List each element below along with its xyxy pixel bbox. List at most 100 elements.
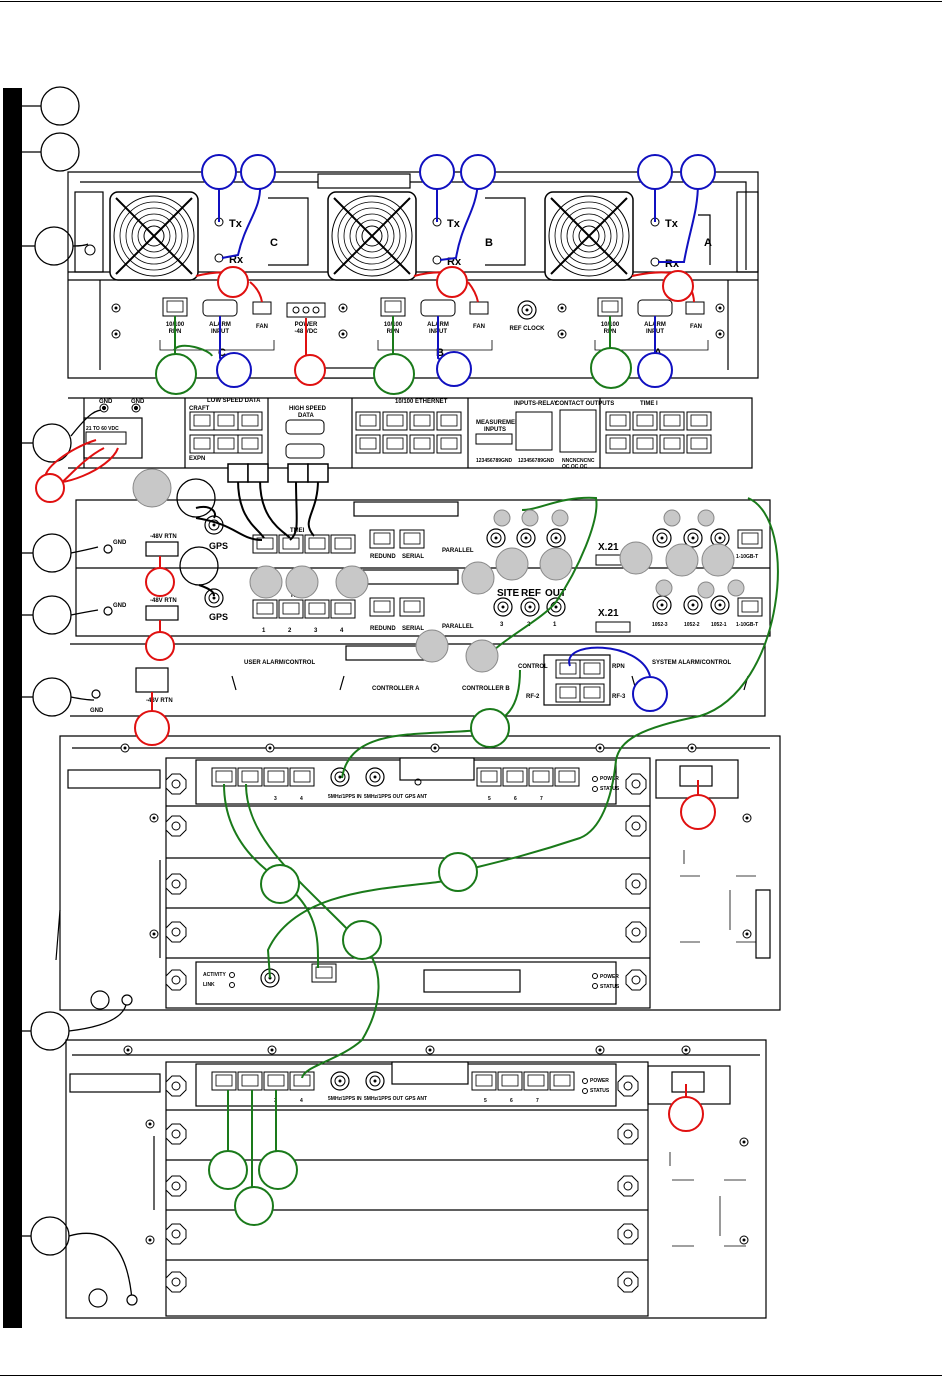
svg-text:5MHz/1PPS OUT: 5MHz/1PPS OUT xyxy=(364,1096,403,1102)
svg-text:REF CLOCK: REF CLOCK xyxy=(510,326,546,332)
svg-text:4: 4 xyxy=(340,628,344,634)
svg-text:6: 6 xyxy=(510,1098,513,1104)
shelf-1-side-marks xyxy=(680,850,756,943)
svg-text:-48V RTN: -48V RTN xyxy=(150,598,177,604)
svg-text:4: 4 xyxy=(300,1098,303,1104)
svg-text:PARALLEL: PARALLEL xyxy=(442,548,474,554)
svg-text:FAN: FAN xyxy=(690,324,702,330)
blue-callouts xyxy=(201,154,716,712)
svg-text:123456789GND: 123456789GND xyxy=(518,458,555,464)
svg-text:5MHz/1PPS IN: 5MHz/1PPS IN xyxy=(328,1096,362,1102)
svg-text:3: 3 xyxy=(274,796,277,802)
svg-text:SERIAL: SERIAL xyxy=(402,626,424,632)
svg-text:GND: GND xyxy=(99,399,113,405)
red-callouts xyxy=(35,266,716,1132)
green-wires xyxy=(173,316,779,1200)
svg-text:Rx: Rx xyxy=(665,258,680,270)
top-rule xyxy=(0,1,942,2)
fan-a-icon xyxy=(544,191,634,281)
gps-shelf-labels: GND GND -48V RTN -48V RTN GPS GPS TMEI T… xyxy=(113,528,758,634)
green-callouts xyxy=(155,347,632,1226)
svg-text:5: 5 xyxy=(484,1098,487,1104)
svg-text:7: 7 xyxy=(536,1098,539,1104)
svg-text:B: B xyxy=(436,347,444,359)
svg-text:OC OC OC: OC OC OC xyxy=(562,464,588,470)
svg-text:SITE: SITE xyxy=(497,588,520,599)
shelf-1-leds xyxy=(229,776,598,989)
io-panel-ports xyxy=(85,409,712,459)
io-panel xyxy=(68,397,753,469)
svg-text:STATUS: STATUS xyxy=(600,984,620,990)
svg-text:STATUS: STATUS xyxy=(600,786,620,792)
svg-text:REDUND: REDUND xyxy=(370,554,396,560)
svg-text:FAN: FAN xyxy=(256,324,268,330)
shelf-a-brackets xyxy=(159,340,709,351)
svg-text:3: 3 xyxy=(314,628,318,634)
unit-label-c: C xyxy=(270,237,278,249)
svg-text:INPUTS: INPUTS xyxy=(484,427,506,433)
svg-text:POWER: POWER xyxy=(600,974,619,980)
svg-text:GND: GND xyxy=(131,399,145,405)
svg-text:GND: GND xyxy=(113,603,127,609)
svg-text:HIGH SPEED: HIGH SPEED xyxy=(289,406,327,412)
svg-text:REF: REF xyxy=(521,588,541,599)
svg-text:CRAFT: CRAFT xyxy=(189,406,210,412)
svg-text:Tx: Tx xyxy=(229,218,243,230)
svg-text:POWER: POWER xyxy=(600,776,619,782)
svg-text:GPS: GPS xyxy=(209,541,228,551)
svg-text:CONTROLLER A: CONTROLLER A xyxy=(372,686,420,692)
svg-text:123456789GND: 123456789GND xyxy=(476,458,513,464)
svg-text:GPS ANT: GPS ANT xyxy=(405,794,427,800)
svg-text:21 TO 60 VDC: 21 TO 60 VDC xyxy=(86,426,119,432)
unit-label-b: B xyxy=(485,237,493,249)
ground-stud-icon xyxy=(84,244,96,256)
svg-text:2: 2 xyxy=(288,628,292,634)
svg-text:USER ALARM/CONTROL: USER ALARM/CONTROL xyxy=(244,660,315,666)
svg-text:5MHz/1PPS IN: 5MHz/1PPS IN xyxy=(328,794,362,800)
svg-text:RF-3: RF-3 xyxy=(612,694,626,700)
svg-text:OUT: OUT xyxy=(545,588,566,599)
rack-rail xyxy=(3,88,22,1328)
svg-text:GPS ANT: GPS ANT xyxy=(405,1096,427,1102)
svg-text:5MHz/1PPS OUT: 5MHz/1PPS OUT xyxy=(364,794,403,800)
svg-text:LOW SPEED DATA: LOW SPEED DATA xyxy=(207,398,261,404)
svg-text:-48V RTN: -48V RTN xyxy=(150,534,177,540)
io-panel-labels: GND GND LOW SPEED DATA CRAFT EXPN HIGH S… xyxy=(86,398,658,470)
svg-text:X.21: X.21 xyxy=(598,608,619,619)
svg-text:MEASUREMENT: MEASUREMENT xyxy=(476,420,523,426)
svg-text:EXPN: EXPN xyxy=(189,456,205,462)
svg-text:1: 1 xyxy=(553,622,557,628)
svg-text:TMEI: TMEI xyxy=(290,528,305,534)
svg-text:3: 3 xyxy=(500,622,504,628)
gps-antenna-icon-2 xyxy=(204,588,224,608)
fan-c-icon xyxy=(109,191,199,281)
svg-text:-48V RTN: -48V RTN xyxy=(146,698,173,704)
svg-text:CONTROLLER B: CONTROLLER B xyxy=(462,686,510,692)
svg-text:5: 5 xyxy=(488,796,491,802)
gps-shelf xyxy=(75,499,771,637)
svg-text:1-10GB-T: 1-10GB-T xyxy=(736,554,758,560)
svg-text:6: 6 xyxy=(514,796,517,802)
bottom-rule xyxy=(0,1375,942,1376)
black-wires xyxy=(195,479,319,597)
svg-text:7: 7 xyxy=(540,796,543,802)
grey-callouts xyxy=(132,468,745,673)
svg-text:GND: GND xyxy=(113,540,127,546)
svg-text:Tx: Tx xyxy=(447,218,461,230)
svg-text:PARALLEL: PARALLEL xyxy=(442,624,474,630)
svg-text:POWER: POWER xyxy=(590,1078,609,1084)
svg-text:GND: GND xyxy=(90,708,104,714)
svg-text:1: 1 xyxy=(262,628,266,634)
svg-text:REDUND: REDUND xyxy=(370,626,396,632)
controller-labels: GND -48V RTN USER ALARM/CONTROL CONTROLL… xyxy=(90,660,731,714)
tx-rx-group-c: Tx Rx xyxy=(214,217,244,266)
svg-text:SYSTEM ALARM/CONTROL: SYSTEM ALARM/CONTROL xyxy=(652,660,731,666)
unit-label-a: A xyxy=(704,237,712,249)
shelf-2-leds xyxy=(582,1078,588,1094)
svg-text:NNCNCNCNC: NNCNCNCNC xyxy=(562,458,595,464)
callout-leaders xyxy=(22,105,133,1301)
shelf-1-labels: 3 4 5 6 7 5MHz/1PPS IN 5MHz/1PPS OUT GPS… xyxy=(203,776,620,990)
cable-connectors xyxy=(227,463,329,483)
